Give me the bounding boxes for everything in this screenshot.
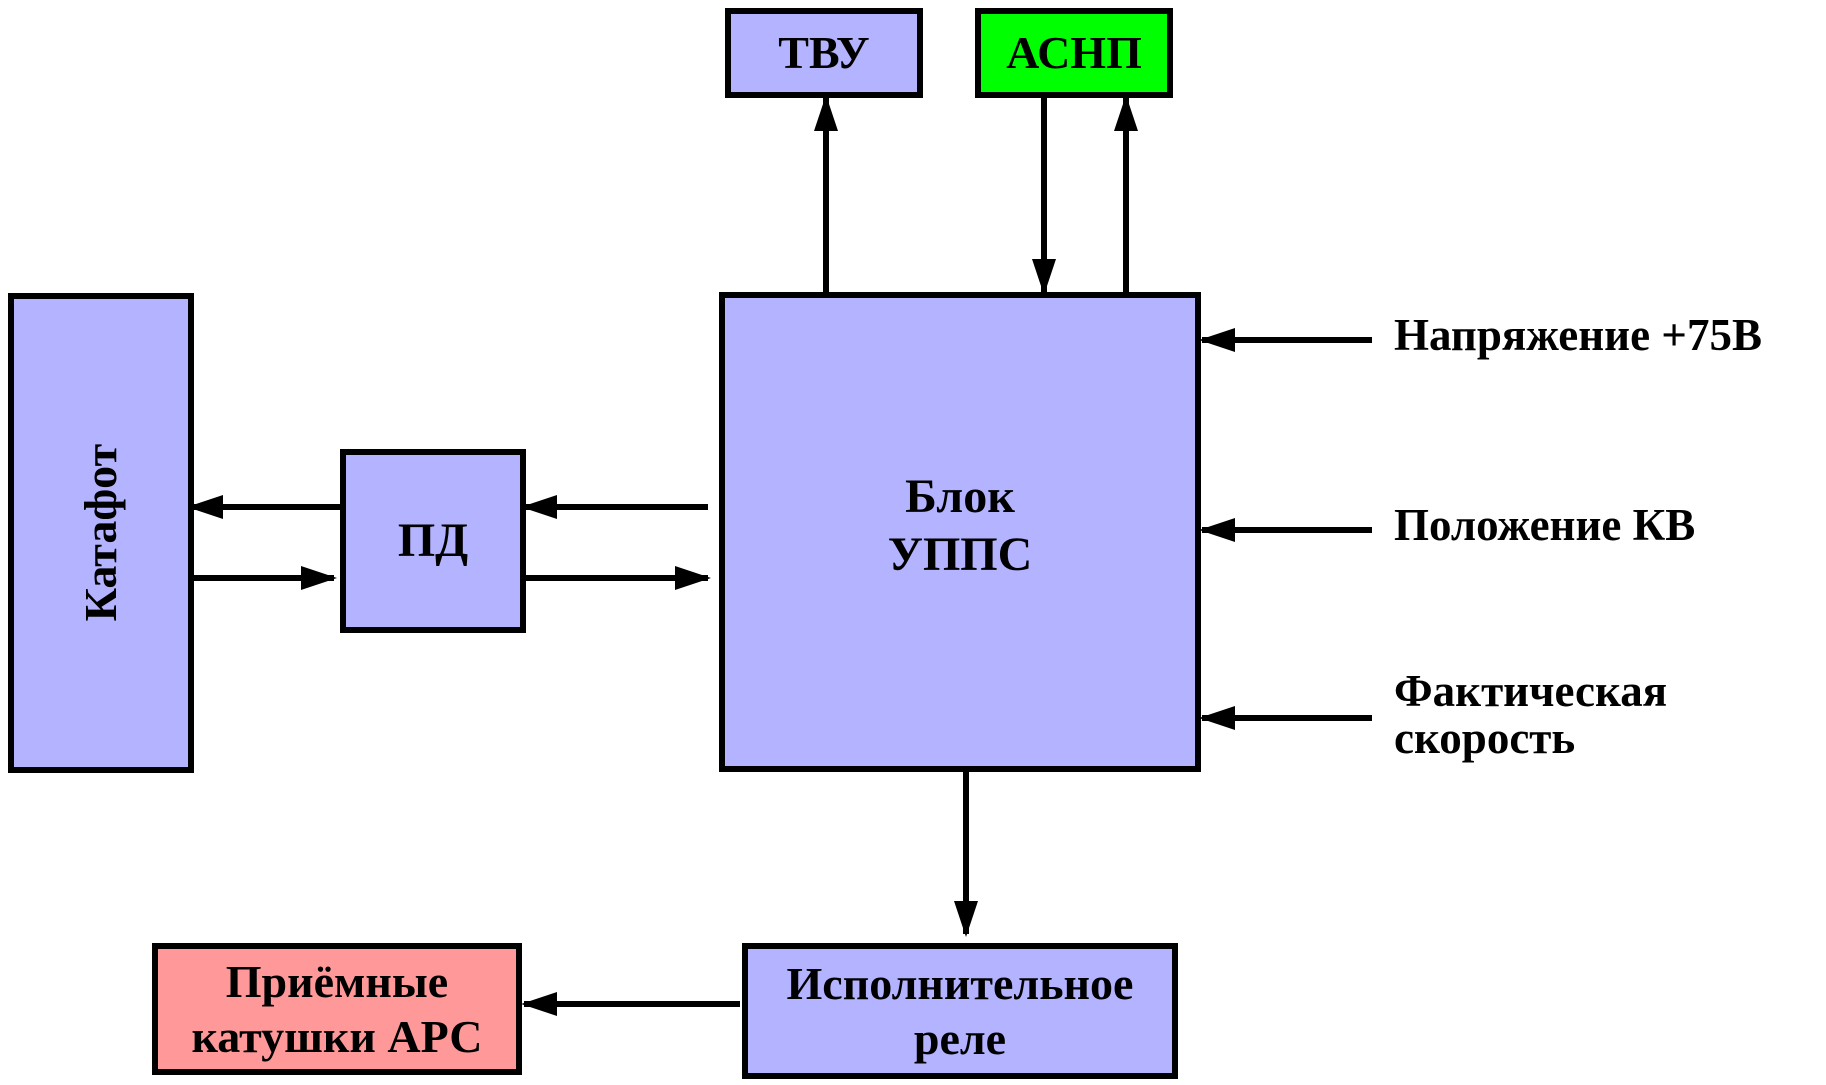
uppc-label-line2: УППС bbox=[887, 527, 1033, 581]
uppc-block: Блок УППС bbox=[719, 292, 1201, 772]
coils-label-line1: Приёмные bbox=[225, 955, 449, 1007]
tvu-block: ТВУ bbox=[725, 8, 923, 98]
coils-label-line2: катушки АРС bbox=[191, 1011, 483, 1062]
speed-input-label: Фактическая скорость bbox=[1394, 666, 1668, 764]
tvu-label: ТВУ bbox=[778, 27, 870, 79]
pd-label: ПД bbox=[397, 514, 469, 568]
katafot-label: Катафот bbox=[75, 444, 127, 622]
asnp-block: АСНП bbox=[975, 8, 1173, 98]
katafot-block: Катафот bbox=[8, 293, 194, 773]
relay-label-line1: Исполнительное bbox=[786, 957, 1134, 1009]
relay-block: Исполнительное реле bbox=[742, 943, 1178, 1079]
speed-label-line2: скорость bbox=[1394, 713, 1576, 764]
speed-label-line1: Фактическая bbox=[1394, 666, 1668, 716]
voltage-input-label: Напряжение +75В bbox=[1394, 310, 1762, 360]
relay-label-line2: реле bbox=[913, 1013, 1007, 1064]
uppc-label-line1: Блок bbox=[905, 470, 1015, 523]
pd-block: ПД bbox=[340, 449, 526, 633]
asnp-label: АСНП bbox=[1006, 27, 1142, 79]
kv-position-input-label: Положение КВ bbox=[1394, 500, 1696, 550]
coils-block: Приёмные катушки АРС bbox=[152, 943, 522, 1075]
